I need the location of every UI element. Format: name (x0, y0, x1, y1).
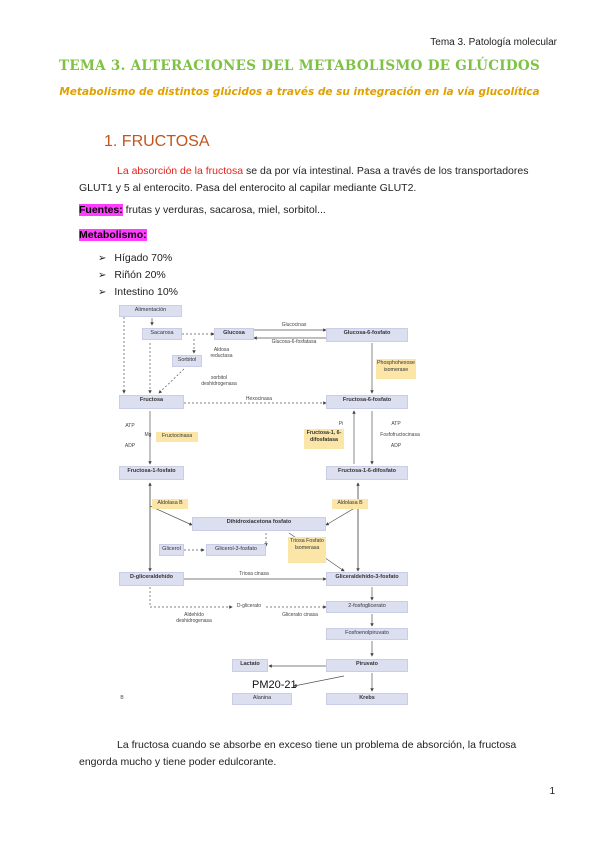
page-number: 1 (549, 786, 555, 797)
enzyme-aldolasa-b-2: Aldolasa B (332, 499, 368, 509)
node-dihidroxiacetona-fosfato: Dihidroxiacetona fosfato (192, 517, 326, 531)
closing-paragraph: La fructosa cuando se absorbe en exceso … (79, 739, 517, 768)
node-gliceraldehido-3-fosfato: Gliceraldehído-3-fosfato (326, 572, 408, 586)
sources-line: Fuentes: frutas y verduras, sacarosa, mi… (79, 202, 549, 219)
enzyme-fructocinasa: Fructocinasa (156, 432, 198, 442)
label-fosfofructocinasa: Fosfofructocinasa (380, 432, 420, 438)
fructose-metabolism-diagram: Alimentación Sacarosa Glucosa Glucocinas… (114, 301, 420, 706)
node-glucosa: Glucosa (214, 328, 254, 340)
label-glucosa-6-fosfatasa: Glucosa-6-fosfatasa (271, 339, 317, 345)
label-aldehido-deshidrogenasa: Aldehído deshidrogenasa (176, 612, 212, 624)
label-aldosa-reductasa: Aldosa reductasa (210, 347, 233, 359)
node-alanina: Alanina (232, 693, 292, 705)
enzyme-fructosa-16-difosfatasa: Fructosa-1, 6-difosfatasa (304, 429, 344, 449)
watermark: PM20-21 (252, 679, 297, 691)
metabolism-line: Metabolismo: (79, 227, 549, 244)
label-adp-2: ADP (390, 443, 402, 449)
label-atp-2: ATP (391, 421, 401, 427)
node-fructosa: Fructosa (119, 395, 184, 409)
node-sacarosa: Sacarosa (142, 328, 182, 340)
intro-text: se da por vía intestinal. Pasa a través … (79, 165, 529, 194)
label-triosa-cinasa: Triosa cinasa (239, 571, 269, 577)
running-header: Tema 3. Patología molecular (430, 37, 557, 48)
node-piruvato: Piruvato (326, 659, 408, 672)
intro-highlight: La absorción de la fructosa (117, 165, 244, 177)
node-glucosa-6-fosfato: Glucosa-6-fosfato (326, 328, 408, 342)
page-title: TEMA 3. ALTERACIONES DEL METABOLISMO DE … (58, 58, 541, 74)
label-atp: ATP (125, 423, 135, 429)
enzyme-triosa-fosfato-isomerasa: Triosa Fosfato Isomerasa (288, 537, 326, 563)
label-mg: Mg (144, 432, 152, 438)
sources-text: frutas y verduras, sacarosa, miel, sorbi… (122, 204, 326, 216)
label-sorbitol-deshidrogenasa: sorbitol deshidrogenasa (201, 375, 237, 387)
list-item: Riñón 20% (98, 267, 178, 284)
section-heading: 1. FRUCTOSA (104, 133, 210, 150)
node-d-gliceraldehido: D-gliceraldehído (119, 572, 184, 586)
label-pi: Pi (338, 421, 344, 427)
enzyme-aldolasa-b: Aldolasa B (152, 499, 188, 509)
intro-paragraph: La absorción de la fructosa se da por ví… (79, 163, 549, 197)
node-fosfoenolpiruvato: Fosfoenolpiruvato (326, 628, 408, 640)
node-2-fosfoglicerato: 2-fosfoglicerato (326, 601, 408, 613)
enzyme-phosphohexose-isomerase: Phosphohexose isomerase (376, 359, 416, 379)
metabolism-label: Metabolismo: (79, 229, 147, 241)
node-fructosa-16-difosfato: Fructosa-1-6-difosfato (326, 466, 408, 480)
node-glicerol: Glicerol (159, 544, 184, 556)
label-hexocinasa: Hexocinasa (245, 396, 273, 402)
node-glicerol-3-fosfato: Glicerol-3-fosfato (206, 544, 266, 556)
node-alimentacion: Alimentación (119, 305, 182, 317)
node-krebs: Krebs (326, 693, 408, 705)
sources-label: Fuentes: (79, 204, 123, 216)
list-item: Hígado 70% (98, 250, 178, 267)
organ-list: Hígado 70% Riñón 20% Intestino 10% (98, 250, 178, 301)
label-glicerato-cinasa: Glicerato cinasa (282, 612, 318, 618)
label-adp: ADP (124, 443, 136, 449)
label-d-glicerato: D-glicerato (236, 603, 262, 609)
label-glucocinas: Glucocinas (281, 322, 307, 328)
node-lactato: Lactato (232, 659, 268, 672)
page-subtitle: Metabolismo de distintos glúcidos a trav… (59, 86, 540, 98)
diagram-arrows (122, 313, 374, 692)
node-sorbitol: Sorbitol (172, 355, 202, 367)
list-item: Intestino 10% (98, 284, 178, 301)
node-fructosa-6-fosfato: Fructosa-6-fosfato (326, 395, 408, 409)
node-fructosa-1-fosfato: Fructosa-1-fosfato (119, 466, 184, 480)
figure-corner-label: B (120, 695, 124, 701)
